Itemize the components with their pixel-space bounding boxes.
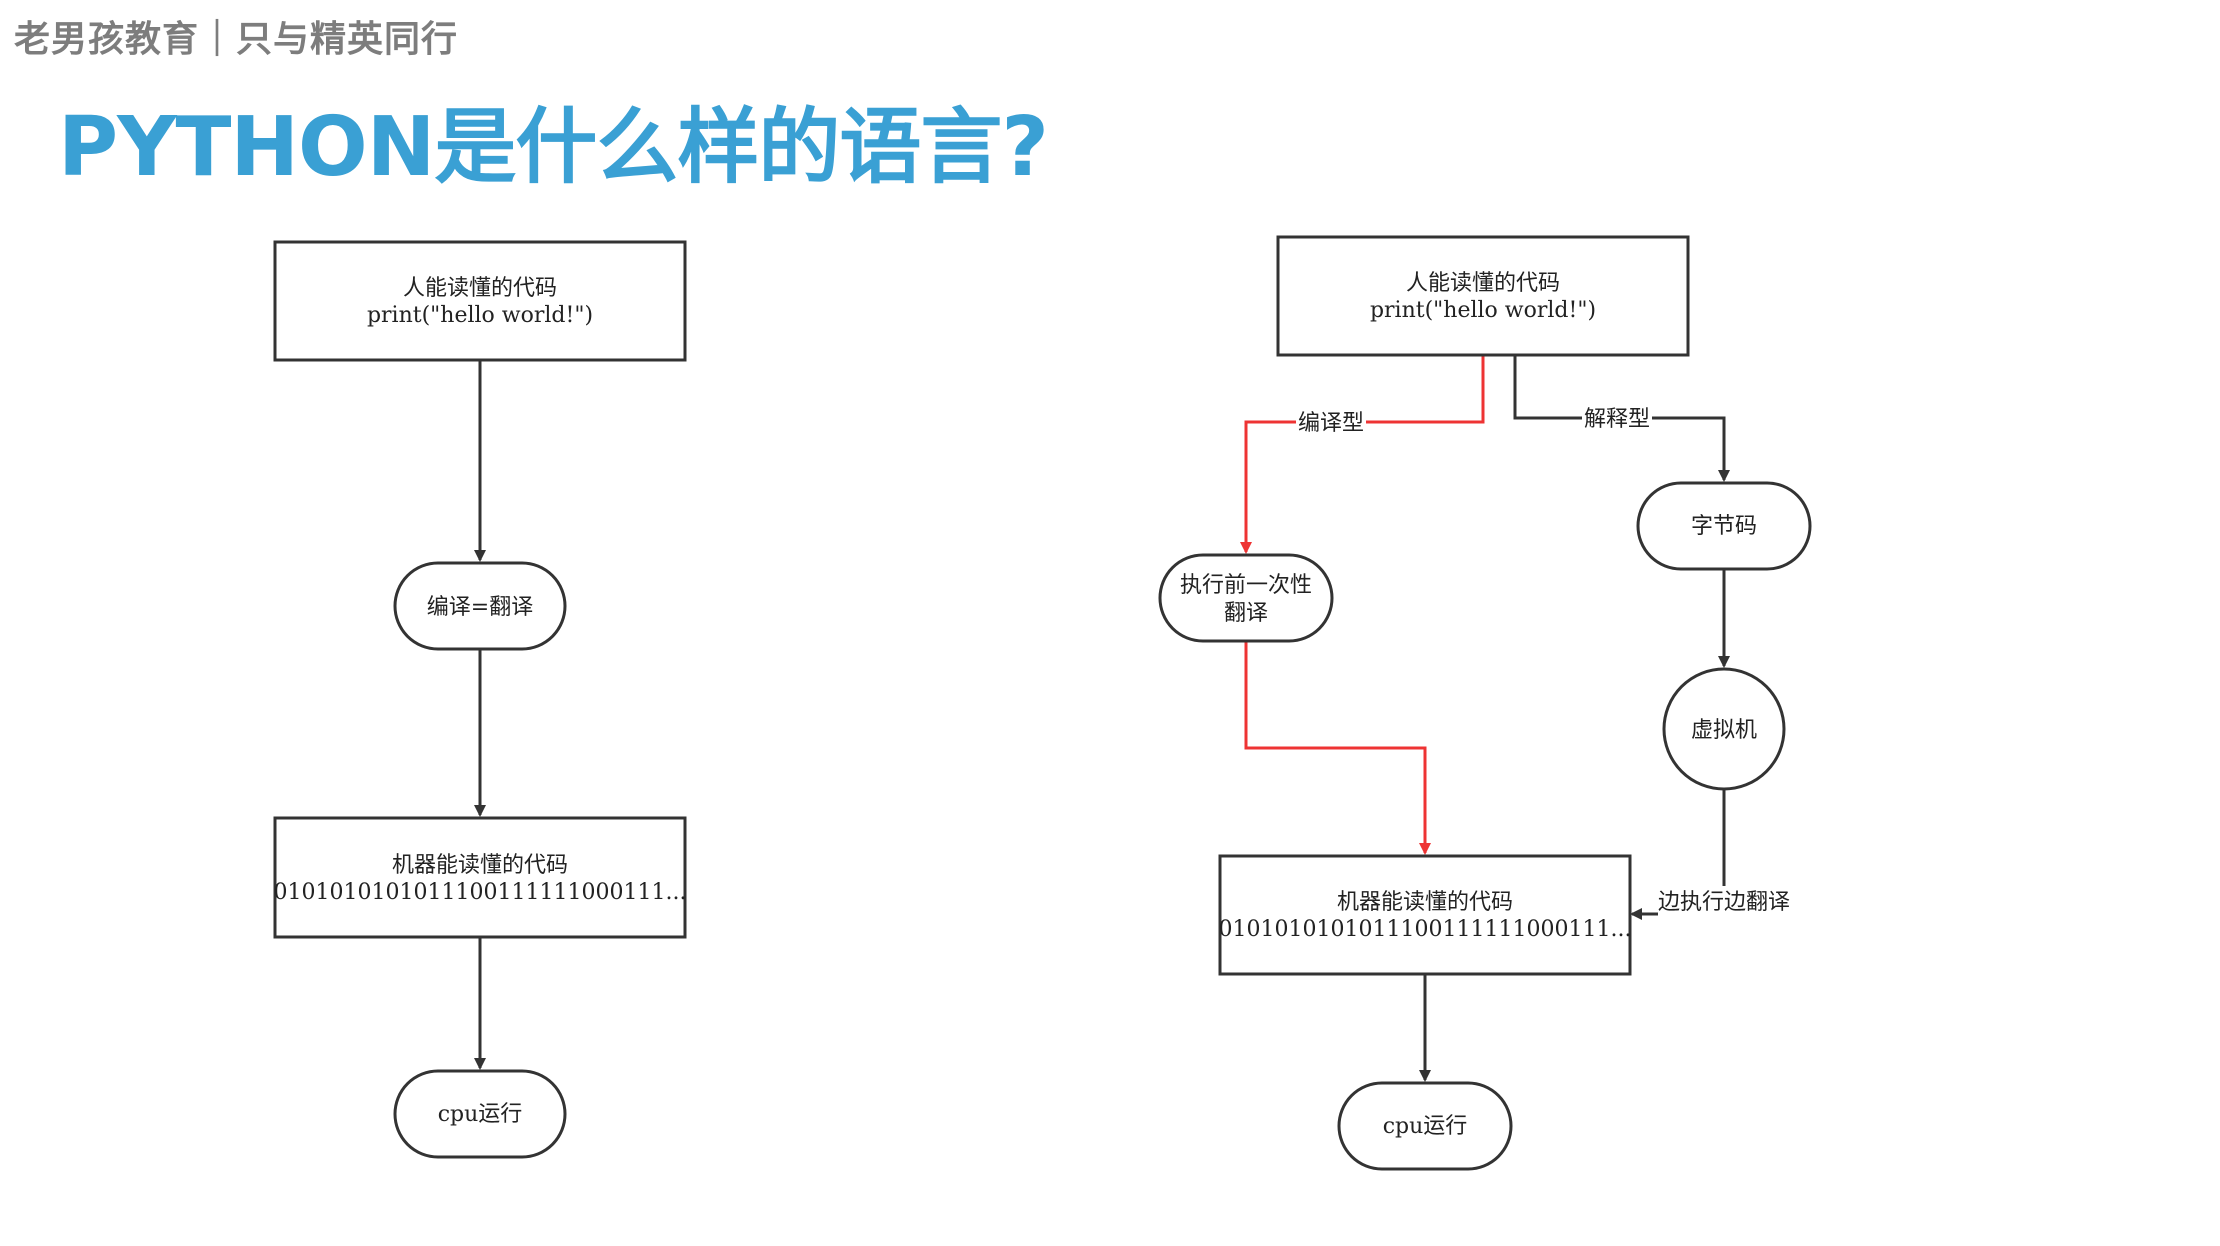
- compiled-type-label: 编译型: [1298, 411, 1364, 436]
- left-cpu-label: cpu运行: [438, 1102, 523, 1127]
- right-bytecode-node: 字节码: [1636, 481, 1812, 571]
- right-source-node: 人能读懂的代码 print("hello world!"): [1276, 235, 1690, 357]
- right-source-line1: 人能读懂的代码: [1406, 271, 1560, 296]
- right-machine-line2: 0101010101011100111111000111...: [1219, 917, 1632, 942]
- brand-tagline: 老男孩教育｜只与精英同行: [14, 19, 459, 60]
- right-interpreted-edge-label: 解释型: [1582, 403, 1652, 433]
- right-source-line2: print("hello world!"): [1370, 298, 1596, 323]
- right-edge-pretranslate-to-machine: [1244, 642, 1431, 855]
- right-exec-translate-edge-label: 边执行边翻译: [1658, 886, 1792, 916]
- right-machine-node: 机器能读懂的代码 0101010101011100111111000111...: [1218, 854, 1632, 976]
- right-cpu-node: cpu运行: [1337, 1081, 1513, 1171]
- left-machine-line1: 机器能读懂的代码: [392, 853, 568, 878]
- page-title: PYTHON是什么样的语言?: [58, 100, 1049, 195]
- left-machine-line2: 0101010101011100111111000111...: [274, 880, 687, 905]
- left-flow: 人能读懂的代码 print("hello world!") 编译=翻译 机器能读…: [273, 240, 687, 1159]
- pretranslate-line2: 翻译: [1224, 601, 1268, 626]
- interpreted-type-label: 解释型: [1584, 407, 1650, 432]
- left-compile-node: 编译=翻译: [393, 561, 567, 651]
- left-source-node: 人能读懂的代码 print("hello world!"): [273, 240, 687, 362]
- right-cpu-label: cpu运行: [1383, 1114, 1468, 1139]
- vm-label: 虚拟机: [1691, 718, 1757, 743]
- left-machine-node: 机器能读懂的代码 0101010101011100111111000111...: [273, 816, 687, 939]
- left-source-line2: print("hello world!"): [367, 303, 593, 328]
- right-edge-compiled-to-pretranslate: [1240, 356, 1485, 554]
- left-cpu-node: cpu运行: [393, 1069, 567, 1159]
- right-machine-line1: 机器能读懂的代码: [1337, 890, 1513, 915]
- bytecode-label: 字节码: [1691, 514, 1757, 539]
- left-compile-label: 编译=翻译: [427, 595, 533, 620]
- right-vm-node: 虚拟机: [1662, 667, 1786, 791]
- left-source-line1: 人能读懂的代码: [403, 276, 557, 301]
- pretranslate-line1: 执行前一次性: [1180, 573, 1312, 598]
- exec-translate-label: 边执行边翻译: [1658, 890, 1790, 915]
- right-pretranslate-node: 执行前一次性 翻译: [1158, 553, 1334, 643]
- right-compiled-edge-label: 编译型: [1296, 407, 1366, 437]
- right-flow: 人能读懂的代码 print("hello world!") 编译型 解释型 执行…: [1158, 235, 1812, 1171]
